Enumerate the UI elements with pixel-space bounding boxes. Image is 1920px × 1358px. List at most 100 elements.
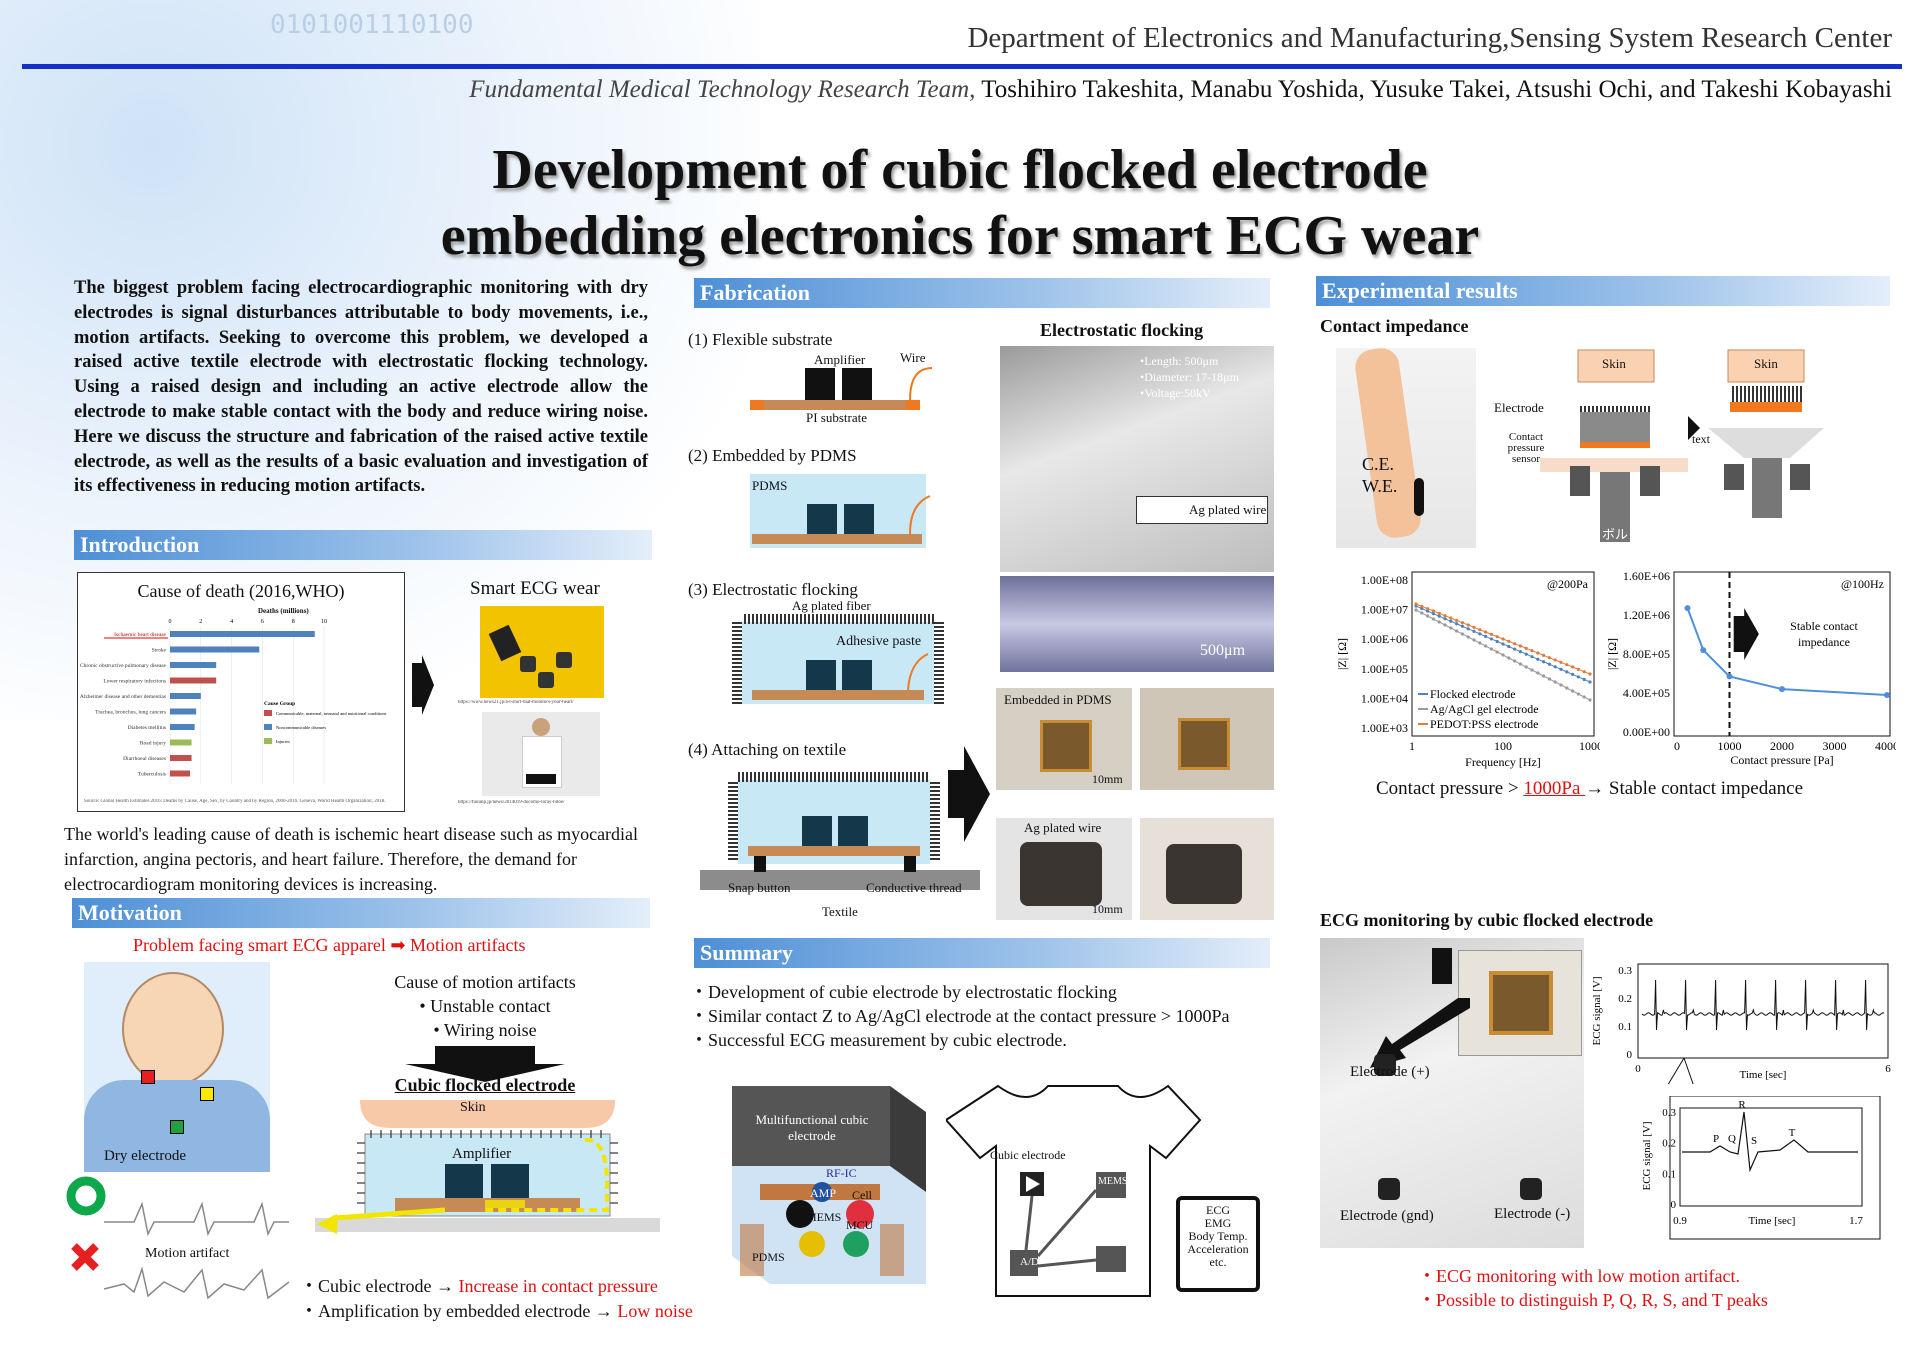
legend-label: Injuries	[276, 739, 290, 744]
electrode-stack	[1580, 412, 1650, 442]
fab-step-4: (4) Attaching on textile	[688, 740, 847, 759]
flexible-substrate-diagram	[750, 367, 932, 410]
x-tick-label: 0	[1674, 739, 1680, 753]
y-tick-label: 0.1	[1618, 1021, 1632, 1033]
conclusion-threshold: 1000Pa	[1523, 778, 1586, 799]
stable-label: impedance	[1798, 635, 1850, 649]
ecg-trace	[1641, 979, 1885, 1031]
pad-shape	[906, 400, 920, 410]
phone-line-etc: etc.	[1209, 1255, 1227, 1269]
peak-label: P	[1713, 1133, 1719, 1145]
y-tick-label: 0	[1671, 1199, 1677, 1211]
category-label: Stroke	[152, 648, 167, 654]
background-binary-decoration: 0101001110100	[270, 10, 474, 40]
flock-layer	[1580, 406, 1650, 412]
plot-frame	[1673, 571, 1891, 737]
chip-photo	[1178, 718, 1230, 770]
phone-line-emg: EMG	[1204, 1216, 1232, 1230]
bolt-label: ボルト	[1602, 527, 1642, 542]
summary-item-3: ・Successful ECG measurement by cubic ele…	[690, 1030, 1067, 1050]
phone-line-ecg: ECG	[1206, 1203, 1230, 1217]
clean-ecg-trace	[104, 1201, 289, 1237]
mems-label-2: MEMS	[1098, 1176, 1128, 1187]
embedded-hand-photo	[1140, 688, 1274, 790]
photo-url-1: https://www.news21.jp/a-t-shirt-that-mon…	[458, 700, 574, 705]
y-tick-label: 0.00E+00	[1623, 725, 1670, 739]
ad-block	[1010, 1250, 1038, 1276]
patient-illustration: Dry electrode	[84, 962, 270, 1172]
tick-label: 0	[169, 619, 172, 625]
tick-label: 10	[321, 619, 327, 625]
series-line	[1415, 603, 1591, 675]
x-tick-label: 6	[1885, 1063, 1891, 1075]
x-tick-label: 1.7	[1849, 1215, 1863, 1227]
bar	[170, 646, 260, 653]
y-tick-label: 1.00E+03	[1361, 721, 1408, 735]
flock-fibers	[742, 614, 934, 624]
phone-line-temp: Body Temp.	[1188, 1229, 1248, 1243]
cube-title: Multifunctional cubic electrode	[755, 1112, 869, 1143]
y-axis-label: |Z| [Ω]	[1605, 638, 1619, 670]
chip-shape	[838, 816, 868, 846]
adhesive-label: Adhesive paste	[836, 634, 922, 649]
bar	[170, 755, 192, 761]
fab-arrow-icon	[948, 746, 990, 842]
textile-layer	[315, 1218, 660, 1232]
person-head	[532, 718, 550, 736]
cause-of-death-chart: Cause of death (2016,WHO) Deaths (millio…	[77, 572, 405, 812]
arm-shape	[1352, 345, 1424, 541]
signal-marker	[485, 1200, 525, 1208]
bar	[170, 693, 201, 699]
skin-block	[1577, 349, 1655, 383]
wireless-block	[1096, 1246, 1126, 1272]
department-name: Department of Electronics and Manufactur…	[967, 22, 1892, 54]
electrode-shape	[538, 672, 554, 688]
motion-artifact-label: Motion artifact	[145, 1246, 230, 1261]
cubic-electrode-hand-photo	[1140, 818, 1274, 920]
micrograph-scale: 500μm	[1200, 642, 1246, 659]
electrode-shape	[520, 656, 536, 672]
bar	[170, 739, 192, 746]
cube-shape	[1020, 842, 1102, 906]
mcu-circle	[843, 1231, 869, 1257]
y-tick-label: 1.60E+06	[1623, 569, 1670, 583]
y-tick-label: 1.00E+04	[1361, 691, 1408, 705]
category-label: Alzheimer disease and other dementias	[80, 694, 166, 700]
conclusion-part-a: Contact pressure >	[1376, 778, 1524, 799]
motivation-heading: Motivation	[72, 898, 650, 928]
fabrication-heading: Fabrication	[694, 278, 1270, 308]
ecg-zoom-trace	[1682, 1111, 1858, 1173]
compressed-platform	[1708, 428, 1824, 458]
wiring-lines	[1024, 1189, 1098, 1268]
pressure-sensor-label: Contact pressure sensor	[1507, 431, 1545, 465]
support-left	[1570, 466, 1590, 496]
abstract-text: The biggest problem facing electrocardio…	[74, 278, 648, 497]
setup-arrow-icon	[1688, 416, 1700, 440]
smartphone-display: ECG EMG Body Temp. Acceleration etc.	[1176, 1196, 1260, 1292]
tick-label: 2	[199, 619, 202, 625]
x-axis-label: Time [sec]	[1749, 1215, 1796, 1227]
legend-swatch	[264, 710, 272, 716]
pi-substrate-label: PI substrate	[806, 410, 868, 425]
x-tick-label: 2000	[1770, 739, 1794, 753]
cause-item-1: • Unstable contact	[419, 996, 551, 1016]
chart-axis-label: Deaths (millions)	[258, 607, 309, 615]
legend-swatch	[264, 738, 272, 744]
plot-frame	[1637, 963, 1889, 1059]
electrode-label: Electrode	[1494, 400, 1544, 415]
data-point	[1726, 673, 1733, 680]
pi-substrate-shape	[750, 400, 920, 410]
ecg-shirt-photo: Electrode (+) Electrode (gnd) Electrode …	[1320, 938, 1584, 1248]
cubic-electrode-diagram	[315, 1100, 660, 1234]
amplifier-chip	[445, 1164, 483, 1198]
category-label: Tuberculosis	[138, 772, 166, 778]
author-names: Toshihiro Takeshita, Manabu Yoshida, Yus…	[981, 76, 1892, 103]
black-bar	[1432, 948, 1452, 984]
electrode-plus-shape	[1374, 1054, 1396, 1076]
chart-title: Cause of death (2016,WHO)	[137, 581, 345, 601]
chart-source: Source: Global Health Estimates 2016: De…	[84, 799, 386, 804]
electrode-plus-label: Electrode (+)	[1350, 1064, 1430, 1080]
play-icon	[1026, 1176, 1040, 1192]
cubic-electrode-label: Cubic electrode	[990, 1148, 1066, 1162]
